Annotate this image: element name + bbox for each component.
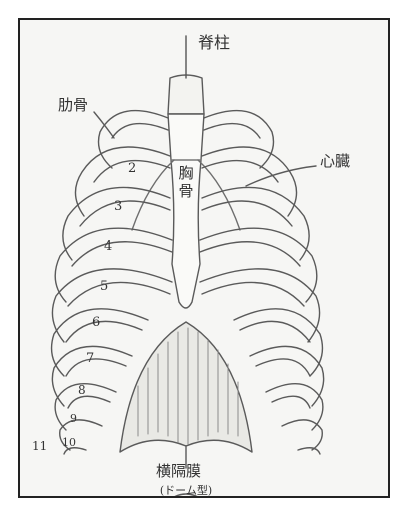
rib-cage-sketch: 脊柱 肋骨 胸 骨 心臓 横隔膜 (ドーム型) 2 3 4 5 6 7 8 9 … <box>20 20 390 498</box>
rib-right-3 <box>202 187 309 260</box>
spine-label: 脊柱 <box>198 33 230 52</box>
diaphragm-dome <box>120 322 252 452</box>
rib-right-6 <box>234 309 322 376</box>
rib-number: 10 <box>62 436 76 449</box>
rib-right-5 <box>200 269 320 342</box>
spine-vertebra <box>168 75 204 114</box>
rib-number: 11 <box>32 439 47 453</box>
diaphragm-label: 横隔膜 <box>156 462 201 480</box>
rib-right-9 <box>282 420 322 450</box>
rib-left-5 <box>52 269 172 342</box>
rib-right-10 <box>298 448 320 454</box>
sternum-label-line2: 骨 <box>178 182 193 200</box>
sternum-label-line1: 胸 <box>178 164 193 182</box>
ribs-label: 肋骨 <box>58 96 88 114</box>
ribs-pointer <box>94 112 114 138</box>
rib-number: 8 <box>78 383 86 397</box>
rib-number: 3 <box>114 199 122 214</box>
rib-number: 9 <box>70 412 77 425</box>
sternum <box>168 114 204 308</box>
rib-right-1 <box>204 111 274 168</box>
heart-pointer <box>246 166 316 186</box>
rib-left-1 <box>99 111 169 168</box>
rib-number: 6 <box>92 315 100 330</box>
rib-number: 7 <box>86 351 94 366</box>
drawing-frame: 脊柱 肋骨 胸 骨 心臓 横隔膜 (ドーム型) 2 3 4 5 6 7 8 9 … <box>18 18 390 498</box>
rib-number: 4 <box>104 239 112 254</box>
rib-number: 2 <box>128 161 136 176</box>
dome-shape-label: (ドーム型) <box>160 483 212 497</box>
rib-number: 5 <box>100 279 108 294</box>
heart-label: 心臓 <box>320 152 350 170</box>
